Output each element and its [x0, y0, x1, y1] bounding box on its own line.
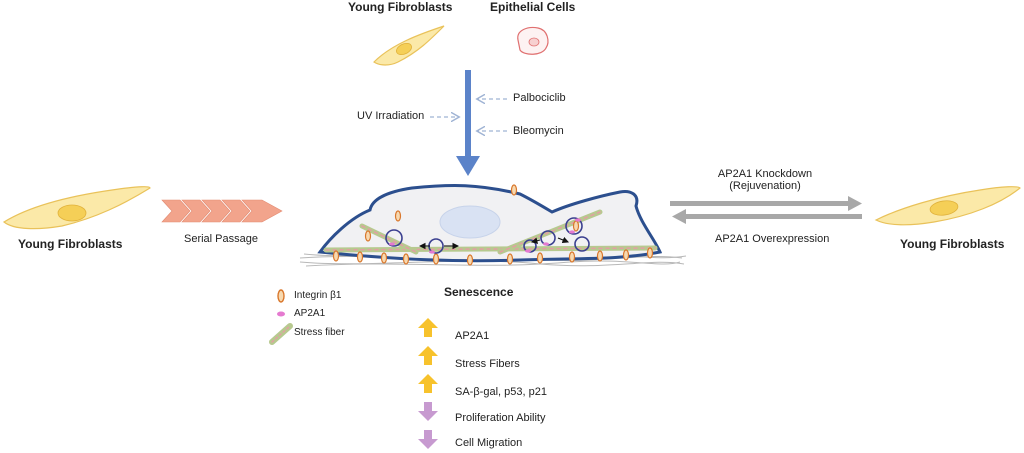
effect-label-migration: Cell Migration	[455, 437, 523, 449]
knockdown-arrow	[670, 196, 862, 211]
label-left-young-fibroblasts: Young Fibroblasts	[18, 237, 123, 251]
label-uv-irradiation: UV Irradiation	[357, 110, 425, 122]
stress-fibers	[323, 209, 658, 255]
ap2a1-dots	[389, 218, 581, 254]
top-fibroblast-cell	[373, 25, 445, 66]
label-bleomycin: Bleomycin	[513, 125, 564, 137]
main-down-arrow	[456, 70, 480, 176]
label-right-young-fibroblasts: Young Fibroblasts	[900, 237, 1005, 251]
movement-arrows	[418, 236, 570, 250]
ap2a1-icon	[277, 311, 285, 317]
label-epithelial-cells: Epithelial Cells	[490, 0, 576, 14]
integrin-markers	[332, 184, 654, 266]
effect-arrow-up-1	[418, 318, 438, 337]
effect-arrow-down-2	[418, 430, 438, 449]
stress-fiber-icon	[269, 323, 293, 345]
integrin-icon	[277, 289, 285, 303]
serial-passage-chevrons	[161, 199, 283, 223]
label-knockdown-line1: AP2A1 Knockdown	[717, 168, 813, 180]
effect-label-stress-fibers: Stress Fibers	[455, 358, 520, 370]
effect-arrow-up-2	[418, 346, 438, 365]
effect-arrow-down-1	[418, 402, 438, 421]
effect-label-sa-beta-gal: SA-β-gal, p53, p21	[455, 386, 547, 398]
label-ap2a1-overexpression: AP2A1 Overexpression	[715, 233, 830, 245]
label-palbociclib: Palbociclib	[513, 92, 566, 104]
legend-label-stress-fiber: Stress fiber	[294, 327, 345, 338]
legend-label-integrin: Integrin β1	[294, 290, 342, 301]
effect-label-proliferation: Proliferation Ability	[455, 412, 546, 424]
label-top-young-fibroblasts: Young Fibroblasts	[348, 0, 453, 14]
effect-arrow-up-3	[418, 374, 438, 393]
epithelial-cell	[517, 26, 549, 55]
effect-label-ap2a1: AP2A1	[455, 330, 490, 342]
right-fibroblast-cell	[874, 186, 1021, 226]
label-senescence: Senescence	[444, 285, 514, 299]
label-knockdown-line2: (Rejuvenation)	[729, 180, 801, 192]
left-fibroblast-cell	[2, 186, 151, 230]
label-serial-passage: Serial Passage	[184, 233, 258, 245]
legend-label-ap2a1: AP2A1	[294, 308, 326, 319]
label-ap2a1-knockdown: AP2A1 Knockdown (Rejuvenation)	[690, 168, 840, 192]
overexpression-arrow	[672, 209, 862, 224]
